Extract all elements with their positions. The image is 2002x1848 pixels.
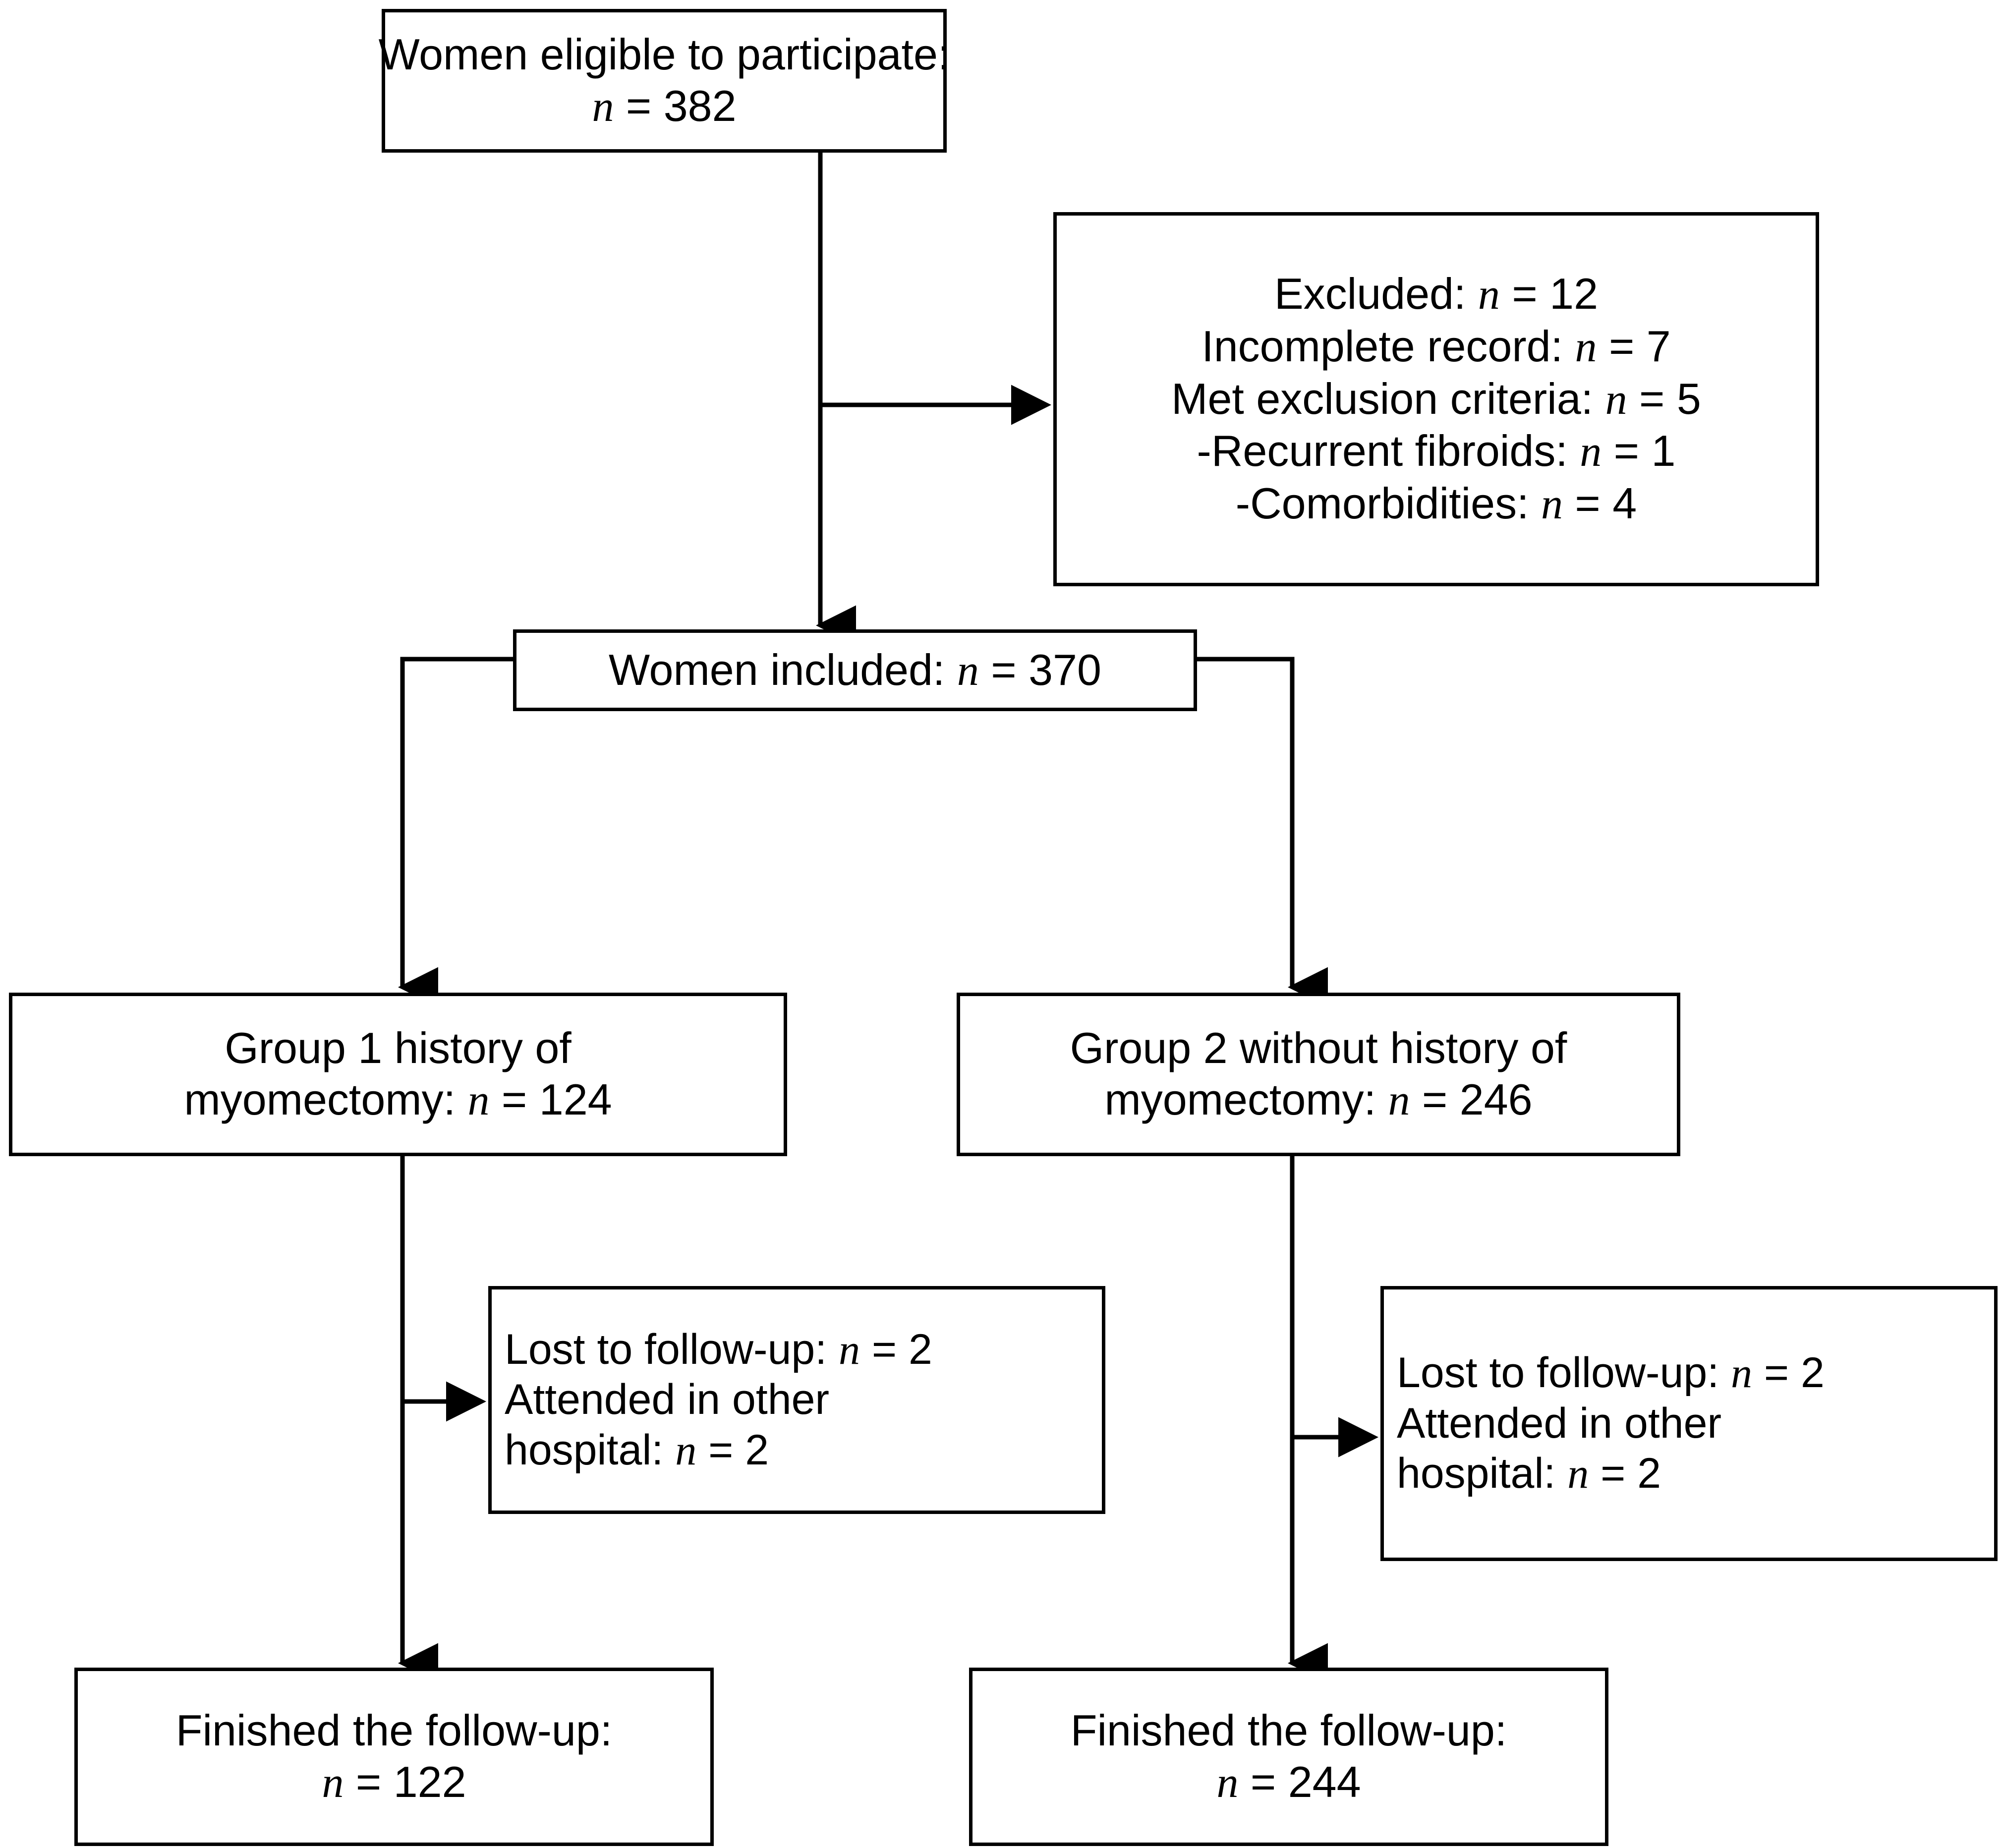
node-value: = 1 — [1602, 426, 1676, 476]
node-text: Lost to follow-up: — [1397, 1349, 1731, 1397]
node-line: n = 244 — [1216, 1756, 1361, 1809]
node-line: n = 382 — [592, 80, 736, 133]
node-group-2: Group 2 without history of myomectomy: n… — [957, 993, 1680, 1156]
node-group-1: Group 1 history of myomectomy: n = 124 — [9, 993, 787, 1156]
node-line: -Comorbidities: n = 4 — [1236, 478, 1637, 530]
node-line: n = 122 — [322, 1756, 466, 1809]
node-text: myomectomy: — [184, 1075, 468, 1124]
italic-n: n — [675, 1426, 697, 1474]
italic-n: n — [1216, 1759, 1239, 1807]
edge-included-to-group1 — [398, 657, 513, 1008]
node-value: = 12 — [1499, 269, 1599, 318]
node-line: -Recurrent fibroids: n = 1 — [1197, 425, 1676, 478]
node-text: myomectomy: — [1104, 1075, 1388, 1124]
node-line: Group 2 without history of — [1070, 1023, 1567, 1073]
node-text: -Comorbidities: — [1235, 479, 1541, 528]
node-value: = 5 — [1627, 374, 1701, 423]
node-text: Met exclusion criteria: — [1171, 374, 1605, 423]
node-line: hospital: n = 2 — [505, 1425, 769, 1475]
italic-n: n — [839, 1325, 860, 1373]
node-text: Excluded: — [1274, 269, 1478, 318]
italic-n: n — [1731, 1349, 1753, 1397]
node-value: = 246 — [1410, 1075, 1533, 1124]
node-text: hospital: — [1397, 1450, 1568, 1498]
italic-n: n — [1580, 428, 1602, 476]
node-value: = 2 — [860, 1325, 932, 1373]
node-value: = 2 — [696, 1426, 769, 1474]
italic-n: n — [1541, 480, 1563, 529]
node-finished-follow-up-group-2: Finished the follow-up: n = 244 — [969, 1668, 1608, 1846]
edge-included-to-group2 — [1197, 657, 1328, 1008]
node-line: myomectomy: n = 124 — [184, 1074, 612, 1126]
italic-n: n — [1575, 323, 1597, 371]
node-lost-to-follow-up-group-2: Lost to follow-up: n = 2 Attended in oth… — [1380, 1286, 1998, 1561]
node-line: Incomplete record: n = 7 — [1201, 321, 1670, 373]
node-line: Women eligible to participate: — [378, 30, 950, 79]
node-value: = 4 — [1562, 479, 1637, 528]
node-line: Attended in other — [1397, 1399, 1722, 1447]
node-value: = 122 — [343, 1757, 466, 1806]
node-lost-to-follow-up-group-1: Lost to follow-up: n = 2 Attended in oth… — [488, 1286, 1105, 1514]
node-value: = 7 — [1597, 321, 1671, 371]
node-line: Women included: n = 370 — [609, 644, 1101, 697]
node-line: Finished the follow-up: — [1070, 1706, 1507, 1755]
italic-n: n — [1388, 1076, 1410, 1124]
node-text: Incomplete record: — [1201, 321, 1575, 371]
node-line: myomectomy: n = 246 — [1104, 1074, 1532, 1126]
node-value: = 382 — [614, 81, 737, 130]
node-line: Lost to follow-up: n = 2 — [1397, 1348, 1825, 1398]
node-line: hospital: n = 2 — [1397, 1449, 1661, 1499]
node-text: Women included: — [609, 645, 957, 694]
node-text: -Recurrent fibroids: — [1197, 426, 1580, 476]
node-line: Met exclusion criteria: n = 5 — [1171, 373, 1701, 426]
node-text: Lost to follow-up: — [505, 1325, 839, 1373]
italic-n: n — [322, 1759, 344, 1807]
node-value: = 244 — [1238, 1757, 1361, 1806]
node-value: = 2 — [1589, 1450, 1661, 1498]
node-women-eligible: Women eligible to participate: n = 382 — [378, 9, 950, 153]
node-excluded: Excluded: n = 12 Incomplete record: n = … — [1053, 212, 1819, 586]
node-line: Group 1 history of — [225, 1023, 572, 1073]
node-value: = 2 — [1752, 1349, 1825, 1397]
node-finished-follow-up-group-1: Finished the follow-up: n = 122 — [74, 1668, 714, 1846]
italic-n: n — [957, 646, 979, 695]
node-line: Excluded: n = 12 — [1274, 268, 1598, 321]
italic-n: n — [1478, 270, 1500, 319]
italic-n: n — [592, 83, 614, 131]
italic-n: n — [1605, 375, 1627, 424]
italic-n: n — [467, 1076, 490, 1124]
node-value: = 124 — [489, 1075, 612, 1124]
italic-n: n — [1567, 1450, 1589, 1498]
node-line: Lost to follow-up: n = 2 — [505, 1325, 932, 1375]
node-text: hospital: — [505, 1426, 676, 1474]
node-value: = 370 — [978, 645, 1101, 694]
node-line: Attended in other — [505, 1376, 830, 1424]
node-women-included: Women included: n = 370 — [513, 629, 1197, 711]
node-line: Finished the follow-up: — [175, 1706, 613, 1755]
